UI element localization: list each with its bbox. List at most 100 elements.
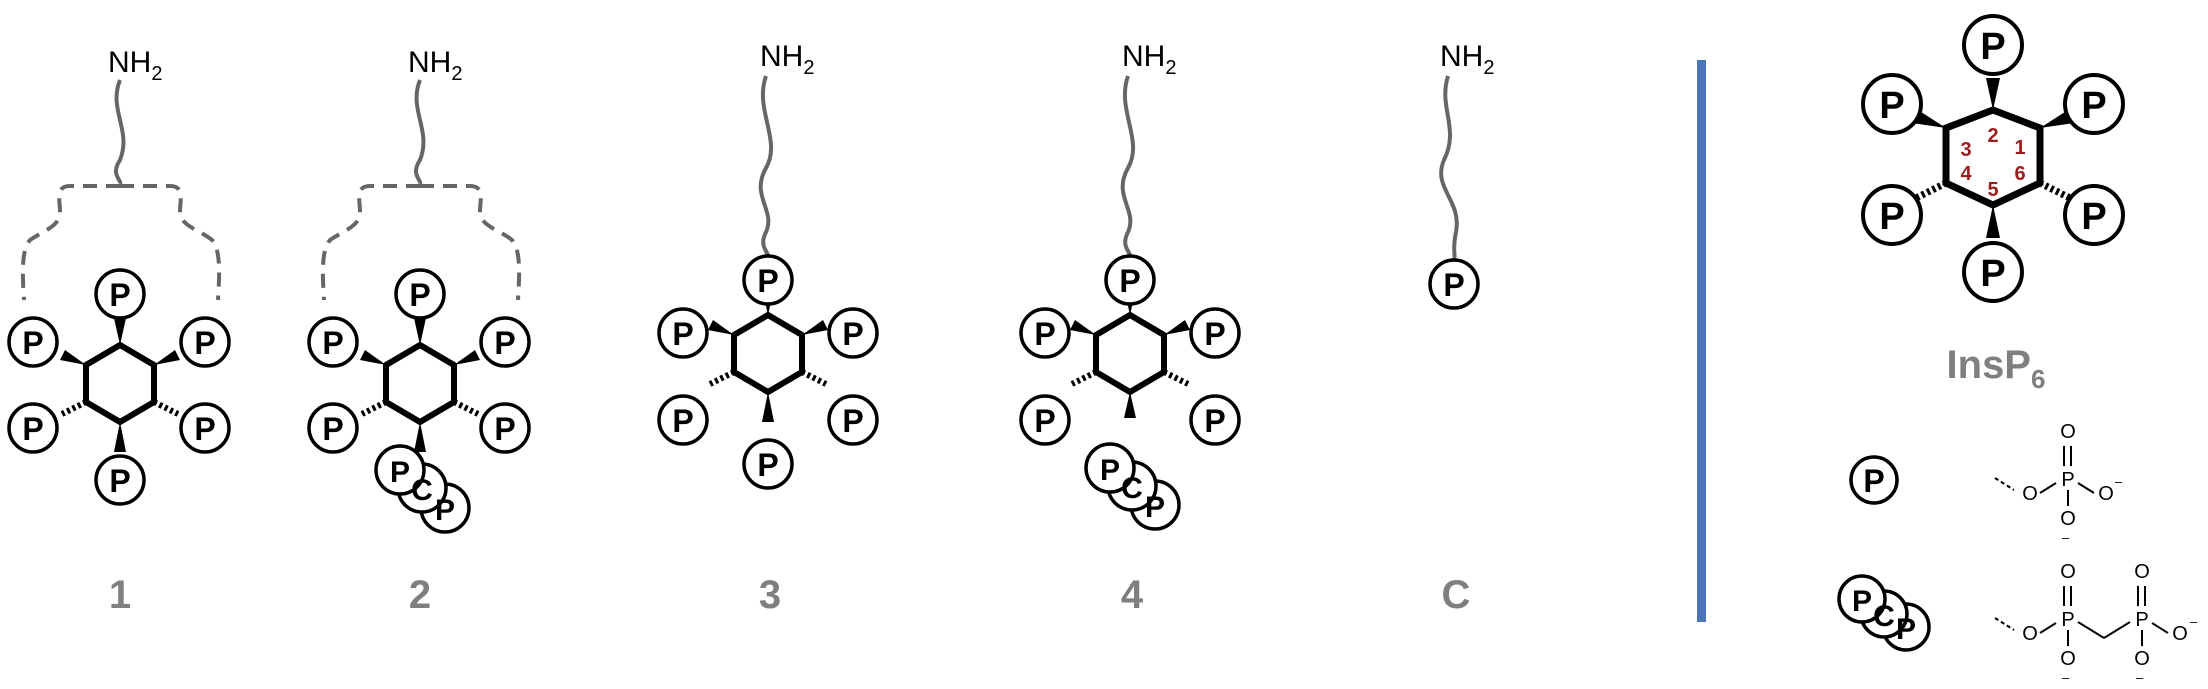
svg-text:P: P <box>109 277 130 313</box>
svg-text:P: P <box>2081 196 2106 238</box>
insp6-label: InsP6 <box>1947 343 2046 394</box>
svg-text:P: P <box>1100 454 1120 487</box>
svg-text:P: P <box>1980 253 2005 295</box>
hash-bond <box>1914 179 1948 202</box>
inositol-ring <box>383 341 457 426</box>
compound-label: 3 <box>759 573 781 617</box>
pcp-group: P C P <box>374 444 471 534</box>
compound-label: 1 <box>109 573 131 617</box>
svg-text:P: P <box>22 325 43 361</box>
wedge-bond <box>1986 78 2000 110</box>
phosphate-group: P <box>1962 241 2024 303</box>
ring-number: 4 <box>1960 163 1972 185</box>
compound-1: NH2 P P P P P P 1 <box>7 46 231 617</box>
svg-text:P: P <box>435 494 455 527</box>
phosphate-group: P <box>7 316 59 368</box>
svg-text:O: O <box>2098 483 2114 505</box>
linker-wavy <box>414 79 426 185</box>
legend-pcp: P C P O P O O – P O O – O – <box>1837 561 2198 685</box>
svg-text:P: P <box>1980 26 2005 68</box>
ring-number: 5 <box>1987 179 1998 201</box>
hash-bond <box>452 399 480 417</box>
pcp-group: P C P <box>1837 574 1931 652</box>
svg-text:NH2: NH2 <box>1440 40 1494 79</box>
svg-text:O: O <box>2134 648 2150 670</box>
phosphate-group: P <box>1962 14 2024 76</box>
linker-dashed <box>20 184 222 301</box>
svg-text:O: O <box>2022 623 2038 645</box>
svg-text:NH2: NH2 <box>108 46 162 85</box>
hash-bond <box>1162 369 1190 387</box>
svg-text:P: P <box>109 463 130 499</box>
svg-text:O: O <box>2060 508 2076 530</box>
phosphate-group: P <box>394 268 446 320</box>
phosphate-group: P <box>94 268 146 320</box>
phosphate-group: P <box>7 402 59 454</box>
svg-text:P: P <box>672 316 693 352</box>
compound-2: NH2 P P P P P P C P 2 <box>307 46 531 617</box>
svg-text:C: C <box>411 474 433 507</box>
wedge-bond <box>1164 320 1190 335</box>
wedge-bond <box>1986 205 2000 238</box>
wedge-bond <box>454 350 480 365</box>
phosphate-group: P <box>1428 258 1480 310</box>
wedge-bond <box>1070 320 1096 335</box>
phosphate-group: P <box>1104 254 1156 306</box>
pcp-group: P C P <box>1084 442 1181 531</box>
amine-label: NH2 <box>1440 40 1494 79</box>
svg-text:P: P <box>1896 613 1916 646</box>
phosphate-group: P <box>307 316 359 368</box>
hash-bond <box>152 399 180 417</box>
ring-number: 3 <box>1960 139 1971 161</box>
svg-text:P: P <box>1145 491 1165 524</box>
phosphate-group: P <box>179 402 231 454</box>
svg-text:C: C <box>1121 472 1143 505</box>
phosphate-group: P <box>94 454 146 506</box>
svg-text:P: P <box>194 325 215 361</box>
inositol-ring <box>83 341 157 426</box>
amine-label: NH2 <box>1122 40 1176 79</box>
wedge-bond <box>360 350 386 365</box>
pcp-structure: O P O O – P O O – O – <box>1994 561 2198 685</box>
phosphate-group: P <box>1849 455 1899 505</box>
svg-text:P: P <box>322 325 343 361</box>
svg-text:P: P <box>672 403 693 439</box>
svg-text:P: P <box>1034 403 1055 439</box>
svg-text:P: P <box>1879 85 1904 127</box>
svg-text:O: O <box>2134 561 2150 583</box>
phosphate-group: P <box>1019 394 1071 446</box>
divider-line <box>1697 60 1706 622</box>
inositol-ring <box>731 311 805 396</box>
svg-text:P: P <box>1879 196 1904 238</box>
svg-text:P: P <box>2061 609 2074 631</box>
compound-label: C <box>1442 573 1471 617</box>
wedge-bond <box>802 320 828 335</box>
phosphate-group: P <box>827 394 879 446</box>
phosphate-structure: O P O O – O – <box>1994 421 2123 545</box>
svg-text:P: P <box>757 447 778 483</box>
svg-text:P: P <box>322 411 343 447</box>
svg-text:P: P <box>194 411 215 447</box>
wedge-bond <box>60 350 86 365</box>
ring-number: 6 <box>2014 163 2025 185</box>
phosphate-group: P <box>1861 184 1923 246</box>
svg-text:–: – <box>2062 530 2070 545</box>
svg-text:–: – <box>2062 670 2070 685</box>
svg-text:–: – <box>2136 670 2144 685</box>
phosphate-group: P <box>479 402 531 454</box>
phosphate-group: P <box>179 316 231 368</box>
svg-text:–: – <box>2190 614 2198 629</box>
svg-text:P: P <box>1852 585 1872 618</box>
compound-3: NH2 P P P P P P 3 <box>657 40 879 617</box>
linker-wavy <box>758 75 773 259</box>
svg-text:C: C <box>1873 600 1895 633</box>
phosphate-group: P <box>657 394 709 446</box>
svg-text:O: O <box>2060 561 2076 583</box>
hash-bond <box>360 399 388 417</box>
compound-label: 4 <box>1121 573 1144 617</box>
svg-text:–: – <box>2115 474 2123 489</box>
svg-text:P: P <box>1204 316 1225 352</box>
svg-text:NH2: NH2 <box>760 40 814 79</box>
svg-text:O: O <box>2060 421 2076 443</box>
